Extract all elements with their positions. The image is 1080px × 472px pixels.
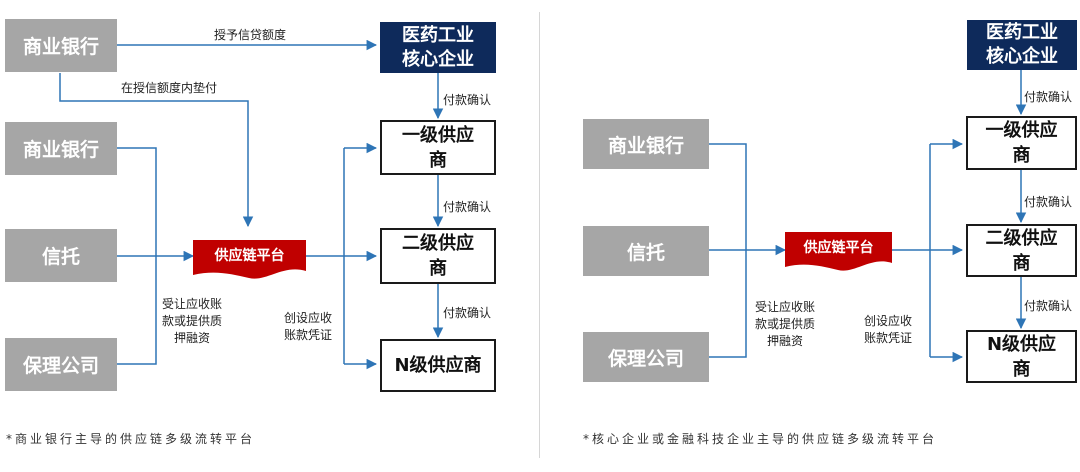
- confirm-label-2: 付款确认: [1024, 195, 1073, 209]
- factoring-line: [117, 256, 157, 365]
- factoring-box: 保理公司: [583, 332, 709, 382]
- finance-label: 受让应收账款或提供质押融资: [755, 300, 816, 348]
- right-caption: *核心企业或金融科技企业主导的供应链多级流转平台: [583, 432, 938, 446]
- tier1-supplier-box: 一级供应商: [966, 116, 1077, 170]
- advance-line: [59, 73, 254, 228]
- confirm-label-3: 付款确认: [1024, 299, 1073, 313]
- voucher-label: 创设应收账款凭证: [284, 311, 333, 342]
- finance-label: 受让应收账款或提供质押融资: [162, 297, 223, 345]
- bank-box: 商业银行: [583, 119, 709, 169]
- tierN-supplier-box: N级供应商: [966, 330, 1077, 383]
- left-connectors: [59, 39, 444, 370]
- left-panel: 商业银行 商业银行 信托 保理公司 医药工业核心企业 一级供应商 二级供应商 N…: [5, 19, 496, 446]
- bank2-line: [117, 147, 157, 256]
- panel-divider: [539, 12, 540, 458]
- core-enterprise-box: 医药工业核心企业: [967, 20, 1077, 70]
- confirm-label-2: 付款确认: [443, 200, 492, 214]
- tier2-supplier-box: 二级供应商: [380, 228, 496, 284]
- tier1-supplier-box: 一级供应商: [380, 120, 496, 175]
- trust-box: 信托: [583, 226, 709, 276]
- voucher-label: 创设应收账款凭证: [864, 314, 913, 345]
- confirm-label-1: 付款确认: [443, 93, 492, 107]
- advance-label: 在授信额度内垫付: [121, 81, 218, 95]
- left-caption: *商业银行主导的供应链多级流转平台: [6, 432, 256, 446]
- supply-chain-platform: 供应链平台: [785, 232, 892, 272]
- tier2-supplier-box: 二级供应商: [966, 224, 1077, 277]
- right-panel: 商业银行 信托 保理公司 医药工业核心企业 一级供应商 二级供应商 N级供应商 …: [540, 0, 1080, 472]
- trust-box: 信托: [5, 229, 117, 282]
- bank-line: [709, 143, 747, 250]
- bank-box: 商业银行: [5, 122, 117, 175]
- confirm-label-1: 付款确认: [1024, 90, 1073, 104]
- factoring-box: 保理公司: [5, 338, 117, 391]
- confirm-label-3: 付款确认: [443, 306, 492, 320]
- tierN-supplier-box: N级供应商: [380, 339, 496, 392]
- credit-label: 授予信贷额度: [214, 28, 287, 42]
- right-connectors: [709, 70, 1027, 363]
- bank-box-top: 商业银行: [5, 19, 117, 72]
- factoring-line: [709, 250, 747, 358]
- supply-chain-platform: 供应链平台: [193, 240, 306, 280]
- core-enterprise-box: 医药工业核心企业: [380, 22, 496, 73]
